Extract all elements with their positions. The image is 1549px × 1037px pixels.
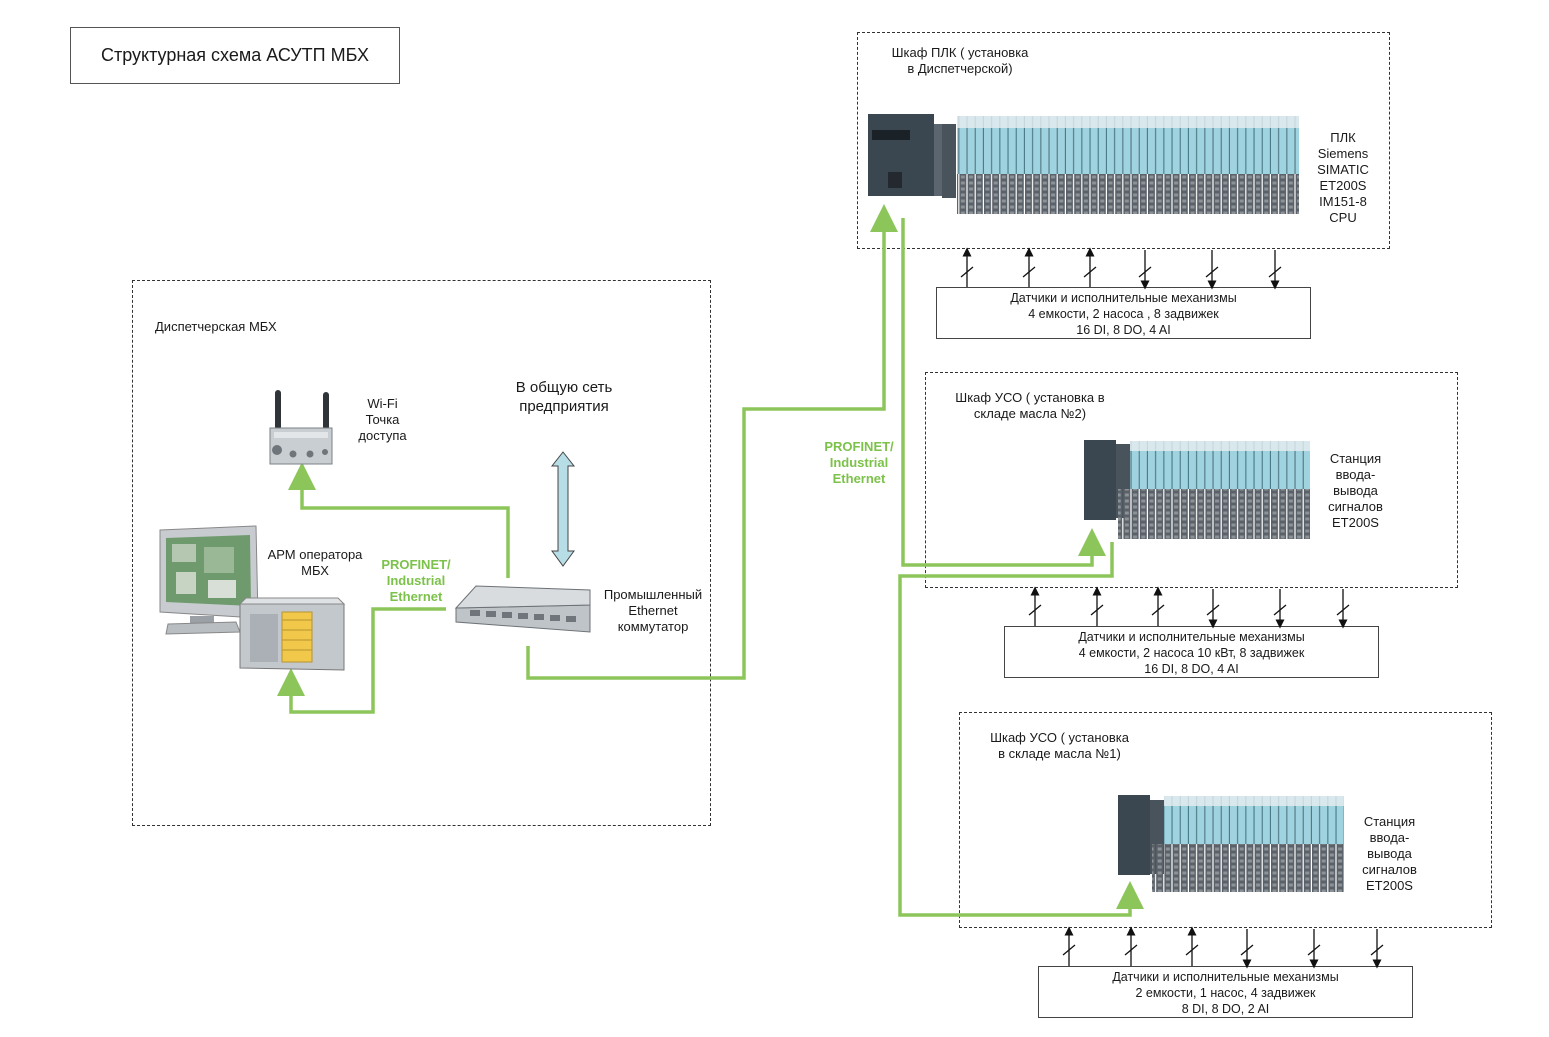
sensor-title: Датчики и исполнительные механизмы: [1078, 630, 1305, 644]
io-station-icon-uso2: [1084, 440, 1310, 539]
sensor-title: Датчики и исполнительные механизмы: [1010, 291, 1237, 305]
uso1-device-label: Станция ввода- вывода сигналов ET200S: [1362, 814, 1417, 893]
link-switch-to-wifi: [288, 462, 510, 578]
link-switch-to-arm: [277, 607, 446, 714]
wifi-label: Wi-Fi Точка доступа: [358, 396, 407, 443]
dispatch-room-label: Диспетчерская МБХ: [155, 319, 277, 334]
plc-cabinet-title: Шкаф ПЛК ( установка в Диспетчерской): [891, 45, 1029, 76]
arm-label: АРМ оператора МБХ: [267, 547, 363, 578]
plc-sensors-box: Датчики и исполнительные механизмы 4 емк…: [936, 287, 1311, 339]
sensor-title: Датчики и исполнительные механизмы: [1112, 970, 1339, 984]
uso2-cabinet-frame: [925, 372, 1458, 588]
link-switch-to-plc: [526, 204, 898, 680]
signal-lines-uso1: [1062, 926, 1384, 969]
profinet-label-main: PROFINET/ Industrial Ethernet: [824, 439, 894, 486]
profinet-label-dispatch: PROFINET/ Industrial Ethernet: [381, 557, 451, 604]
sensor-equipment: 2 емкости, 1 насос, 4 задвижек: [1135, 986, 1316, 1000]
link-plc-to-uso2b: [898, 542, 1144, 917]
sensor-equipment: 4 емкости, 2 насоса 10 кВт, 8 задвижек: [1078, 646, 1305, 660]
uso2-sensors-box: Датчики и исполнительные механизмы 4 емк…: [1004, 626, 1379, 678]
io-station-icon-uso1: [1118, 795, 1344, 892]
operator-workstation-icon: [159, 525, 346, 671]
signal-lines-uso2: [1028, 586, 1350, 629]
sensor-signals: 8 DI, 8 DO, 2 AI: [1181, 1002, 1270, 1016]
uso2-cabinet-title: Шкаф УСО ( установка в складе масла №2): [955, 390, 1105, 421]
uso1-cabinet-title: Шкаф УСО ( установка в складе масла №1): [990, 730, 1129, 761]
profinet-links: [277, 204, 1144, 917]
wifi-access-point-icon: [269, 390, 333, 465]
uso1-cabinet-frame: [959, 712, 1492, 928]
uso2-device-label: Станция ввода- вывода сигналов ET200S: [1328, 451, 1383, 530]
plc-cabinet-frame: [857, 32, 1390, 249]
plc-device-label: ПЛК Siemens SIMATIC ET200S IM151-8 CPU: [1317, 130, 1369, 225]
ethernet-switch-icon: [454, 585, 591, 633]
diagram-title: Структурная схема АСУТП МБХ: [100, 45, 370, 65]
dispatch-room-frame: [132, 280, 711, 826]
sensor-signals: 16 DI, 8 DO, 4 AI: [1076, 323, 1171, 337]
uso1-sensors-box: Датчики и исполнительные механизмы 2 емк…: [1038, 966, 1413, 1018]
sensor-signals: 16 DI, 8 DO, 4 AI: [1144, 662, 1239, 676]
link-plc-to-uso2: [901, 218, 1106, 567]
switch-label: Промышленный Ethernet коммутатор: [603, 587, 703, 634]
plc-rack-icon: [868, 114, 1299, 214]
enterprise-network-arrow: [550, 451, 576, 567]
signal-lines-plc: [960, 247, 1282, 290]
enterprise-network-label: В общую сеть предприятия: [515, 379, 613, 415]
title-box: Структурная схема АСУТП МБХ: [70, 27, 400, 84]
sensor-equipment: 4 емкости, 2 насоса , 8 задвижек: [1028, 307, 1219, 321]
